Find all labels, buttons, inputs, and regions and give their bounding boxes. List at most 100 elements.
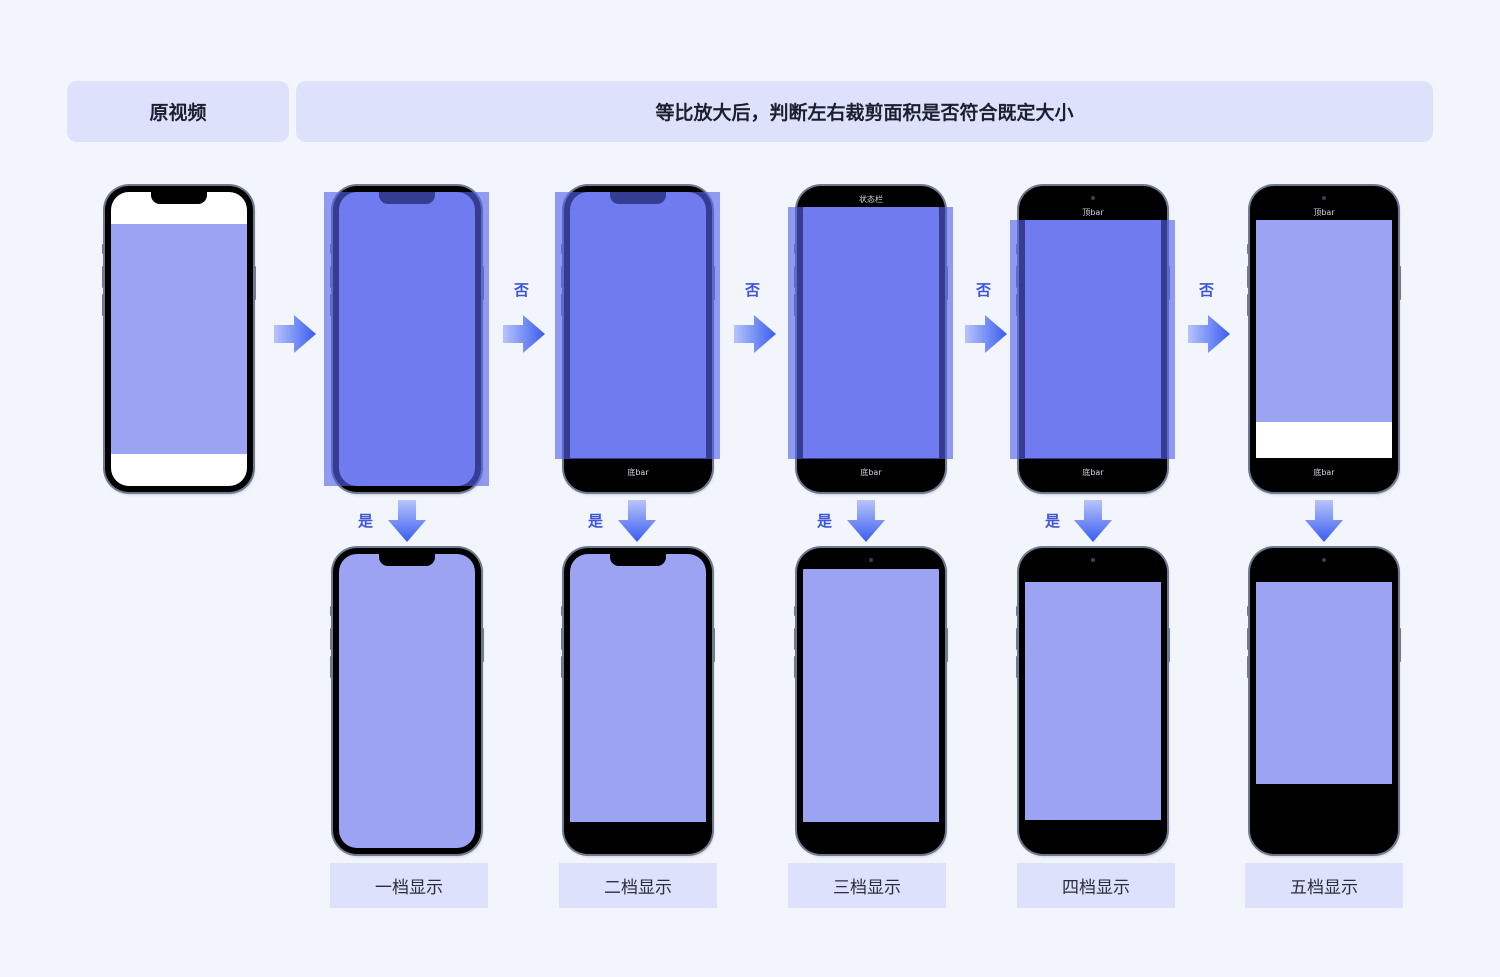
decision-no-label: 否 — [1199, 281, 1215, 299]
video-content — [803, 207, 939, 458]
result-text: 一档显示 — [375, 878, 443, 898]
phone-power-button — [253, 266, 256, 300]
phone-screen — [570, 192, 706, 486]
decision-yes-label: 是 — [817, 512, 833, 530]
video-content — [1025, 220, 1161, 458]
decision-no-label: 否 — [514, 281, 530, 299]
decision-no-label: 否 — [745, 281, 761, 299]
phone-side-button — [330, 244, 333, 254]
video-content — [339, 192, 475, 486]
video-content — [1256, 220, 1392, 422]
video-content — [1025, 582, 1161, 820]
phone-side-button — [1016, 266, 1019, 288]
phone-screen — [339, 192, 475, 486]
phone-side-button — [794, 606, 797, 616]
phone-notch — [379, 554, 435, 566]
phone-side-button — [1016, 606, 1019, 616]
video-content — [803, 569, 939, 822]
phone-screen — [1256, 554, 1392, 848]
phone-side-button — [561, 656, 564, 678]
camera-dot — [1091, 196, 1095, 200]
decision-yes-label: 是 — [1045, 512, 1061, 530]
phone-result-2 — [564, 548, 712, 854]
phone-side-button — [1016, 244, 1019, 254]
video-content — [1256, 582, 1392, 784]
phone-step-5: 顶bar 底bar — [1250, 186, 1398, 492]
result-label-1: 一档显示 — [330, 863, 488, 908]
result-text: 三档显示 — [833, 878, 901, 898]
result-text: 五档显示 — [1290, 878, 1358, 898]
phone-side-button — [330, 628, 333, 650]
phone-notch — [379, 192, 435, 204]
status-bar-label: 状态栏 — [859, 195, 883, 204]
phone-side-button — [1247, 266, 1250, 288]
video-content — [339, 554, 475, 848]
top-bar-label: 顶bar — [1313, 208, 1335, 217]
phone-result-3 — [797, 548, 945, 854]
phone-side-button — [794, 656, 797, 678]
phone-power-button — [1398, 628, 1401, 662]
result-label-5: 五档显示 — [1245, 863, 1403, 908]
phone-side-button — [561, 294, 564, 316]
phone-side-button — [102, 294, 105, 316]
phone-step-2: 底bar — [564, 186, 712, 492]
phone-side-button — [794, 294, 797, 316]
phone-power-button — [481, 266, 484, 300]
bottom-bar-label: 底bar — [1082, 468, 1104, 477]
phone-result-5 — [1250, 548, 1398, 854]
phone-side-button — [794, 244, 797, 254]
phone-side-button — [561, 266, 564, 288]
decision-yes-label: 是 — [588, 512, 604, 530]
process-label: 等比放大后，判断左右裁剪面积是否符合既定大小 — [655, 102, 1074, 124]
phone-side-button — [330, 656, 333, 678]
arrow-down-icon — [388, 500, 426, 542]
phone-side-button — [1247, 244, 1250, 254]
original-video-header: 原视频 — [67, 81, 289, 142]
result-text: 二档显示 — [604, 878, 672, 898]
letterbox-bottom — [1256, 422, 1392, 458]
phone-power-button — [712, 266, 715, 300]
result-label-4: 四档显示 — [1017, 863, 1175, 908]
phone-side-button — [794, 628, 797, 650]
camera-dot — [869, 558, 873, 562]
phone-side-button — [794, 266, 797, 288]
result-label-3: 三档显示 — [788, 863, 946, 908]
phone-side-button — [102, 266, 105, 288]
process-header: 等比放大后，判断左右裁剪面积是否符合既定大小 — [296, 81, 1433, 142]
phone-power-button — [1167, 266, 1170, 300]
video-content — [570, 554, 706, 822]
phone-side-button — [102, 244, 105, 254]
phone-side-button — [561, 244, 564, 254]
phone-step-3: 状态栏 底bar — [797, 186, 945, 492]
arrow-right-icon — [965, 315, 1007, 353]
phone-screen — [339, 554, 475, 848]
phone-screen — [1025, 554, 1161, 848]
phone-notch — [151, 192, 207, 204]
phone-side-button — [1247, 294, 1250, 316]
letterbox-bottom — [111, 454, 247, 486]
phone-screen — [111, 192, 247, 486]
phone-notch — [610, 192, 666, 204]
original-video-label: 原视频 — [149, 102, 207, 124]
arrow-down-icon — [1074, 500, 1112, 542]
phone-notch — [610, 554, 666, 566]
phone-result-1 — [333, 548, 481, 854]
phone-screen — [803, 192, 939, 486]
video-content — [570, 192, 706, 458]
phone-screen — [1256, 192, 1392, 486]
phone-screen — [803, 554, 939, 848]
camera-dot — [1322, 196, 1326, 200]
arrow-down-icon — [1305, 500, 1343, 542]
phone-power-button — [945, 628, 948, 662]
phone-side-button — [561, 628, 564, 650]
arrow-right-icon — [734, 315, 776, 353]
phone-power-button — [1398, 266, 1401, 300]
phone-power-button — [945, 266, 948, 300]
phone-side-button — [1247, 656, 1250, 678]
phone-power-button — [481, 628, 484, 662]
decision-no-label: 否 — [976, 281, 992, 299]
phone-screen — [570, 554, 706, 848]
result-text: 四档显示 — [1062, 878, 1130, 898]
phone-power-button — [712, 628, 715, 662]
phone-step-4: 顶bar 底bar — [1019, 186, 1167, 492]
